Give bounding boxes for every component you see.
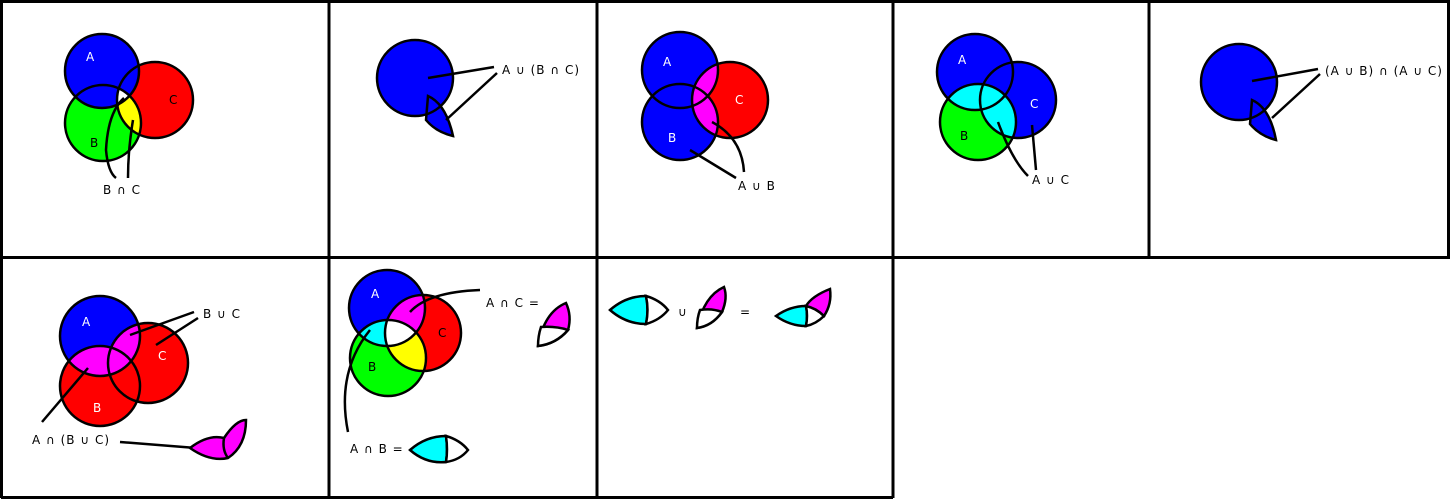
caption-a-union-b: A ∪ B (738, 179, 776, 193)
equals-operator: = (740, 305, 751, 319)
set-a-circle (1201, 44, 1277, 120)
caption-b-union-c: B ∪ C (203, 307, 241, 321)
set-a-label: A (82, 315, 91, 329)
set-a-circle (377, 40, 453, 116)
caption-b-intersect-c: B ∩ C (103, 183, 141, 197)
region-b-and-c (980, 84, 1016, 138)
region-b-and-c (117, 85, 141, 138)
panel-a-union-c: A C B A ∪ C (935, 32, 1070, 187)
set-c-label: C (169, 93, 178, 107)
combined-magenta (804, 287, 832, 318)
set-b-label: B (368, 360, 377, 374)
set-c-label: C (158, 349, 167, 363)
set-b-label: B (668, 131, 677, 145)
result-a-intersect-b-union-c (187, 418, 248, 461)
panel-a-intersect-b-union-c: A C B B ∪ C A ∩ (B ∪ C) (32, 294, 248, 461)
result-a-intersect-b-white (444, 434, 470, 464)
panel-a-union-b-intersect-a-union-c: (A ∪ B) ∩ (A ∪ C) (1199, 42, 1443, 142)
union-operator: ∪ (678, 305, 688, 319)
caption-a-union-b-intersect-c: A ∪ (B ∩ C) (502, 63, 580, 77)
result-a-intersect-b (408, 434, 449, 464)
set-a-label: A (371, 287, 380, 301)
caption-a-intersect-b: A ∩ B = (350, 442, 404, 456)
caption-a-union-c: A ∪ C (1032, 173, 1070, 187)
panel-b-intersect-c: A C B B ∩ C (63, 32, 195, 197)
panel-a-union-b-intersect-c: A ∪ (B ∩ C) (375, 38, 580, 138)
piece-a-intersect-b-white (644, 294, 670, 326)
panel-a-union-b: A C B A ∪ B (640, 30, 776, 193)
set-b-label: B (90, 136, 99, 150)
set-a-label: A (663, 55, 672, 69)
set-b-label: B (960, 129, 969, 143)
set-c-label: C (438, 326, 447, 340)
set-a-label: A (958, 53, 967, 67)
region-a-and-c (108, 323, 140, 376)
caption-a-intersect-b-union-c: A ∩ (B ∪ C) (32, 433, 110, 447)
panel-union-of-pieces: ∪ = (608, 285, 832, 330)
piece-a-intersect-c-white (695, 308, 724, 330)
caption-a-union-b-intersect-a-union-c: (A ∪ B) ∩ (A ∪ C) (1325, 64, 1443, 78)
set-b-label: B (93, 401, 102, 415)
combined-cyan (773, 304, 809, 328)
panel-a-intersect-c-and-a-intersect-b: A C B A ∩ C = A ∩ B = (343, 268, 571, 464)
set-c-label: C (735, 93, 744, 107)
result-a-intersect-c-white (536, 325, 571, 348)
piece-a-intersect-b (608, 294, 649, 326)
set-c-label: C (1030, 97, 1039, 111)
caption-a-intersect-c: A ∩ C = (486, 296, 540, 310)
set-a-label: A (86, 50, 95, 64)
